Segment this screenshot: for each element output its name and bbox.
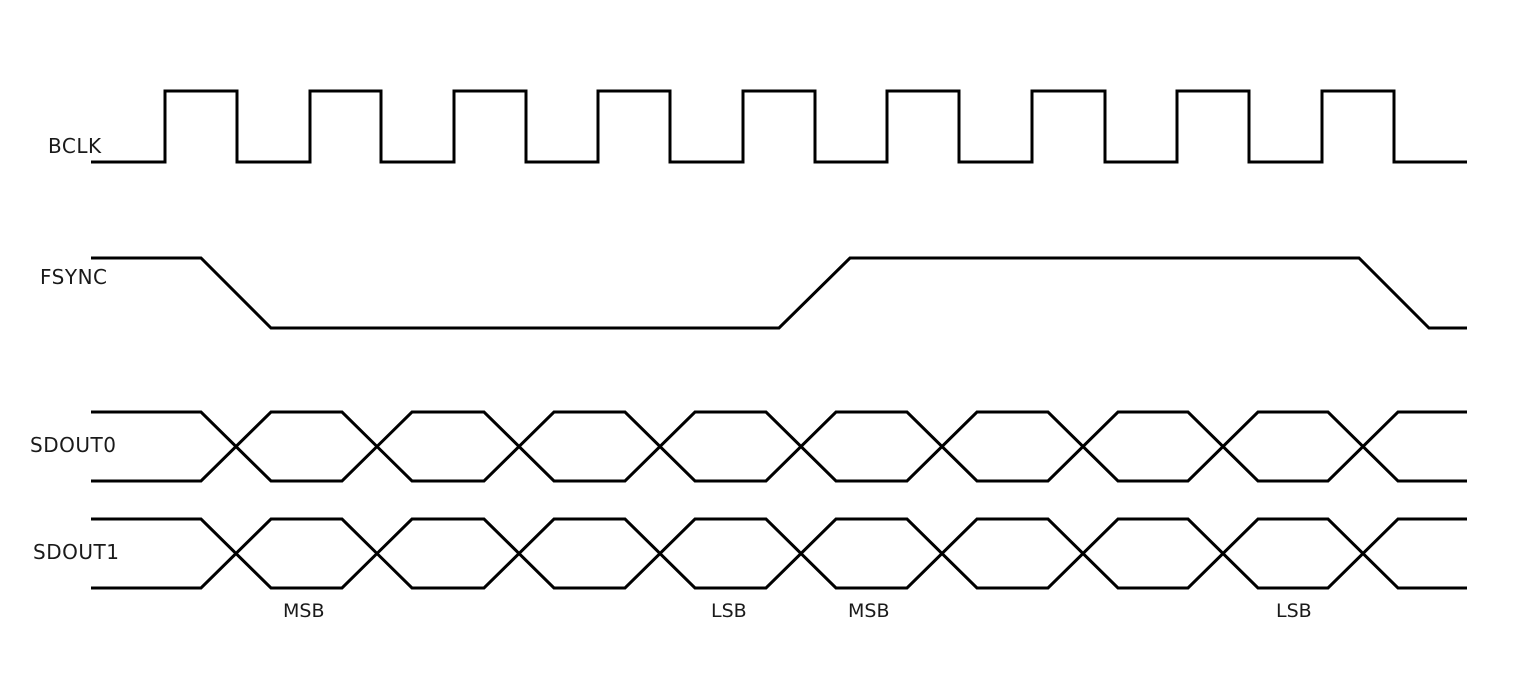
sdout0-waveform xyxy=(91,410,1467,483)
signal-label-bclk: BCLK xyxy=(48,134,102,158)
annotation-lsb: LSB xyxy=(1276,600,1312,622)
sdout1-waveform xyxy=(91,517,1467,590)
fsync-waveform xyxy=(91,256,1467,330)
signal-label-fsync: FSYNC xyxy=(40,265,108,289)
signal-label-sdout1: SDOUT1 xyxy=(33,540,119,564)
signal-sdout1: SDOUT1 xyxy=(33,517,1467,590)
signal-label-sdout0: SDOUT0 xyxy=(30,433,116,457)
annotation-msb: MSB xyxy=(283,600,325,622)
signal-fsync: FSYNC xyxy=(40,256,1467,330)
bit-annotations: MSB LSB MSB LSB xyxy=(283,600,1312,622)
annotation-lsb: LSB xyxy=(711,600,747,622)
signal-bclk: BCLK xyxy=(48,89,1467,164)
annotation-msb: MSB xyxy=(848,600,890,622)
signal-sdout0: SDOUT0 xyxy=(30,410,1467,483)
bclk-waveform xyxy=(91,89,1467,164)
